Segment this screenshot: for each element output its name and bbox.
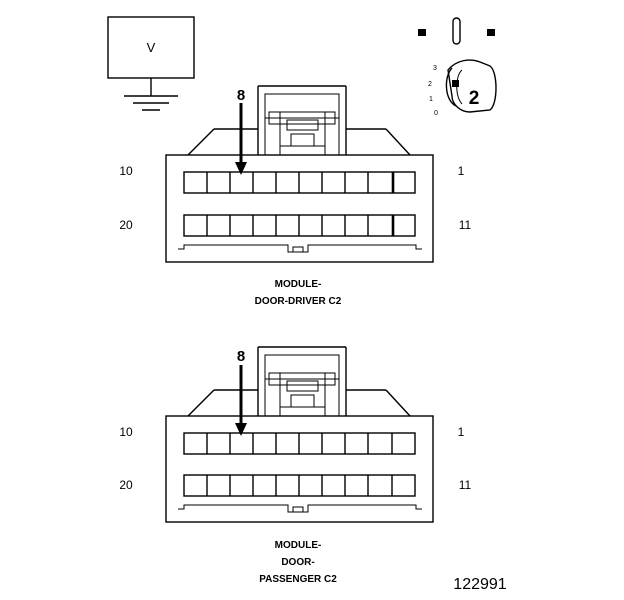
key-position-0: 0 xyxy=(434,110,438,117)
connector-passenger-probe-arrow xyxy=(235,365,247,436)
connector-passenger-caption-line-1: MODULE- xyxy=(275,540,322,551)
connector-driver-probe-arrow xyxy=(235,103,247,175)
key-dial-arc xyxy=(445,67,457,107)
connector-driver-latch xyxy=(187,85,411,156)
connector-driver-pin-11: 11 xyxy=(459,218,472,232)
connector-driver: 8 10 1 20 11 MODULE- DOOR-DRIVER C2 xyxy=(119,85,472,307)
figure-number: 122991 xyxy=(453,576,506,593)
voltmeter: V xyxy=(107,16,195,111)
connector-passenger-latch xyxy=(187,346,411,417)
connector-driver-caption-line-2: DOOR-DRIVER C2 xyxy=(255,296,342,307)
connector-driver-row-bottom xyxy=(183,214,416,237)
connector-driver-row-top xyxy=(183,171,416,194)
connector-passenger-probe-pin: 8 xyxy=(237,348,245,365)
key-left-dot-icon xyxy=(418,29,426,36)
key-position-3: 3 xyxy=(433,65,437,72)
key-selected-position: 2 xyxy=(469,88,480,109)
key-dial-marker-icon xyxy=(452,80,459,87)
connector-passenger-pin-1: 1 xyxy=(458,425,465,439)
connector-driver-pin-10: 10 xyxy=(119,164,133,178)
connector-passenger-row-top xyxy=(183,432,416,455)
connector-passenger-pin-11: 11 xyxy=(459,478,472,492)
connector-passenger-row-bottom xyxy=(183,474,416,497)
ground-icon xyxy=(124,78,178,111)
key-head-icon xyxy=(447,59,497,113)
connector-driver-pin-20: 20 xyxy=(119,218,133,232)
connector-driver-probe-pin: 8 xyxy=(237,87,245,104)
key-position-2: 2 xyxy=(428,81,432,88)
connector-driver-caption-line-1: MODULE- xyxy=(275,279,322,290)
connector-passenger: 8 10 1 20 11 MODULE- DOOR- PASSENGER C2 xyxy=(119,346,472,585)
connector-driver-pin-1: 1 xyxy=(458,164,465,178)
key-position-1: 1 xyxy=(429,96,433,103)
connector-passenger-pin-10: 10 xyxy=(119,425,133,439)
connector-passenger-caption-line-3: PASSENGER C2 xyxy=(259,574,337,585)
connector-driver-body xyxy=(165,154,434,263)
voltmeter-label: V xyxy=(147,40,156,55)
connector-passenger-pin-20: 20 xyxy=(119,478,133,492)
connector-passenger-body xyxy=(165,415,434,523)
connector-passenger-caption-line-2: DOOR- xyxy=(281,557,314,568)
key-selector-icon: 3 2 1 0 2 xyxy=(418,17,497,117)
key-blade-icon xyxy=(452,17,461,45)
key-right-dot-icon xyxy=(487,29,495,36)
